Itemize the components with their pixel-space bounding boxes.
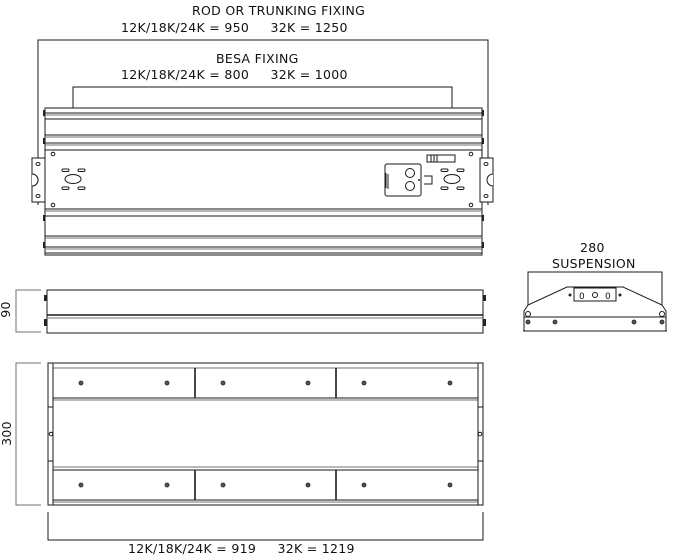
- side-view: [15, 289, 486, 334]
- suspension-title: SUSPENSION: [552, 256, 636, 271]
- side-body: [46, 289, 484, 334]
- bottom-width-label: 300: [0, 421, 14, 446]
- rod-fixing-dimension-line: [37, 39, 489, 205]
- top-view: [31, 39, 494, 256]
- svg-text:0: 0: [605, 292, 611, 302]
- height-dimension-line: [15, 289, 41, 333]
- bottom-view: [15, 362, 484, 541]
- width-dimension-line: [15, 362, 41, 506]
- suspension-dimension-line: [527, 271, 663, 307]
- length-dimension-line: [47, 512, 484, 541]
- besa-fixing-title: BESA FIXING: [216, 51, 299, 66]
- connector-block: [426, 154, 456, 163]
- right-besa-pattern: [440, 168, 465, 190]
- overall-length-values: 12K/18K/24K = 919 32K = 1219: [128, 541, 355, 556]
- junction-box: [384, 163, 433, 197]
- bottom-body: [47, 362, 484, 506]
- end-profile: [523, 286, 667, 318]
- besa-fixing-values: 12K/18K/24K = 800 32K = 1000: [121, 67, 348, 82]
- svg-text:0: 0: [579, 292, 585, 302]
- side-height-label: 90: [0, 301, 13, 318]
- end-view: 0 0: [523, 271, 667, 332]
- rod-fixing-title: ROD OR TRUNKING FIXING: [192, 3, 366, 18]
- rod-fixing-values: 12K/18K/24K = 950 32K = 1250: [121, 20, 348, 35]
- suspension-value: 280: [580, 240, 605, 255]
- left-besa-pattern: [61, 168, 86, 190]
